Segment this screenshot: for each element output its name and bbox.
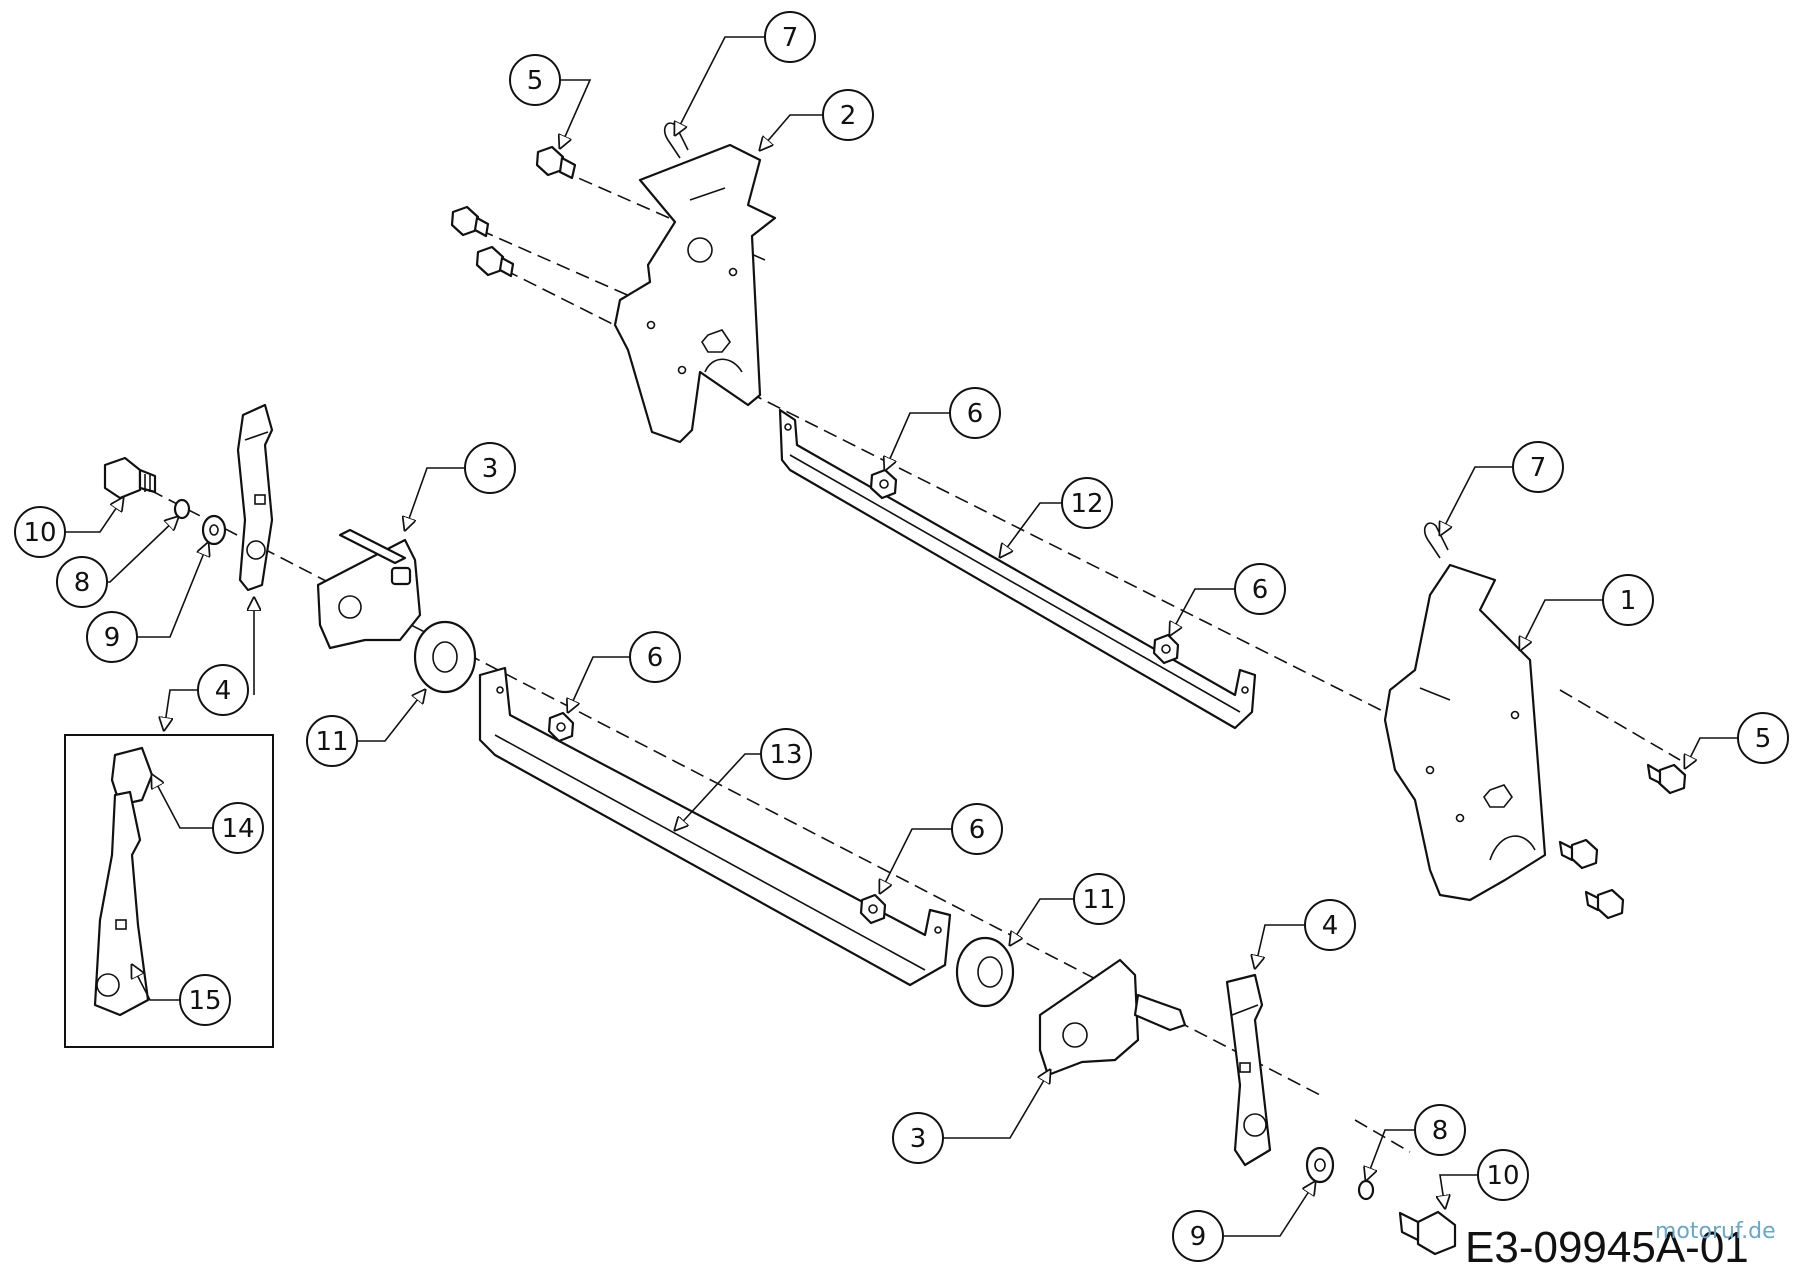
svg-text:11: 11: [1082, 885, 1115, 915]
svg-text:10: 10: [23, 518, 56, 548]
svg-text:3: 3: [910, 1124, 927, 1154]
lift-rod-upper: [778, 408, 1257, 730]
handle-left: [236, 403, 274, 592]
nut-rod-lower-left: [547, 711, 575, 743]
flange-bolt-right: [1646, 763, 1687, 795]
svg-text:14: 14: [221, 814, 254, 844]
callout-15: 15: [179, 974, 231, 1026]
svg-text:7: 7: [1530, 453, 1547, 483]
svg-text:13: 13: [769, 740, 802, 770]
washer-small-left: [173, 498, 191, 520]
hairpin-clip-upper: [663, 122, 689, 159]
svg-text:6: 6: [1252, 575, 1269, 605]
callout-1: 1: [1602, 574, 1654, 626]
bracket-left: [613, 143, 777, 444]
svg-text:7: 7: [782, 23, 799, 53]
leader-lines: [47, 36, 1738, 1237]
svg-text:9: 9: [104, 623, 121, 653]
spacer-left: [413, 620, 477, 694]
callout-10: 10: [1477, 1149, 1529, 1201]
bracket-right: [1383, 563, 1547, 902]
nut-rod-upper-right: [1152, 633, 1180, 665]
hairpin-clip-right: [1423, 522, 1449, 559]
lever-right: [1038, 958, 1187, 1077]
watermark: motoruf.de: [1655, 1219, 1776, 1244]
callout-7: 7: [1512, 441, 1564, 493]
svg-text:9: 9: [1190, 1222, 1207, 1252]
callout-3: 3: [892, 1112, 944, 1164]
svg-text:8: 8: [1432, 1116, 1449, 1146]
inset-kit: [64, 734, 274, 1048]
flange-bolt-right-2: [1558, 838, 1599, 870]
bolt-right: [1398, 1210, 1457, 1256]
svg-text:4: 4: [215, 676, 232, 706]
bolt-left: [103, 456, 157, 500]
washer-small-right: [1357, 1179, 1375, 1201]
handle-right: [1225, 973, 1272, 1167]
callout-11: 11: [1073, 873, 1125, 925]
svg-text:10: 10: [1486, 1161, 1519, 1191]
lever-left: [316, 528, 422, 650]
drawing-code: E3-09945A-01: [1465, 1223, 1749, 1272]
callout-6: 6: [1234, 563, 1286, 615]
svg-text:5: 5: [1755, 724, 1772, 754]
callout-6: 6: [949, 387, 1001, 439]
washer-large-right: [1305, 1146, 1335, 1184]
svg-text:4: 4: [1322, 911, 1339, 941]
spacer-right: [955, 936, 1015, 1008]
callout-7: 7: [764, 11, 816, 63]
callout-5: 5: [509, 54, 561, 106]
callouts: 1 2 3 3 4 4 4 5 5 6 6 6 6 7 7 8 8 9 9 10…: [14, 11, 1789, 1262]
flange-bolt-right-3: [1584, 888, 1625, 920]
flange-bolt-upper-3: [475, 245, 515, 278]
nut-rod-lower-right: [859, 893, 887, 925]
callout-8: 8: [1414, 1104, 1466, 1156]
svg-text:6: 6: [647, 643, 664, 673]
svg-text:2: 2: [840, 101, 857, 131]
svg-text:15: 15: [188, 986, 221, 1016]
washer-large-left: [201, 514, 227, 546]
callout-9: 9: [1172, 1210, 1224, 1262]
svg-text:8: 8: [74, 568, 91, 598]
svg-text:11: 11: [315, 727, 348, 757]
callout-6: 6: [629, 631, 681, 683]
callout-10: 10: [14, 506, 66, 558]
lift-rod-lower: [478, 666, 952, 987]
svg-text:3: 3: [482, 454, 499, 484]
callout-6: 6: [951, 803, 1003, 855]
flange-bolt-upper: [535, 145, 577, 180]
svg-text:12: 12: [1070, 489, 1103, 519]
svg-text:6: 6: [969, 815, 986, 845]
callout-4: 4: [197, 664, 249, 716]
callout-14: 14: [212, 802, 264, 854]
svg-text:6: 6: [967, 399, 984, 429]
handle-grip: [110, 746, 154, 807]
callout-3: 3: [464, 442, 516, 494]
svg-text:1: 1: [1620, 586, 1637, 616]
svg-text:5: 5: [527, 66, 544, 96]
callout-13: 13: [760, 728, 812, 780]
callout-4: 4: [1304, 899, 1356, 951]
callout-12: 12: [1061, 477, 1113, 529]
callout-2: 2: [822, 89, 874, 141]
callout-9: 9: [86, 611, 138, 663]
flange-bolt-upper-2: [450, 205, 490, 238]
handle-plate: [93, 790, 150, 1017]
callout-5: 5: [1737, 712, 1789, 764]
callout-8: 8: [56, 556, 108, 608]
callout-11: 11: [306, 715, 358, 767]
